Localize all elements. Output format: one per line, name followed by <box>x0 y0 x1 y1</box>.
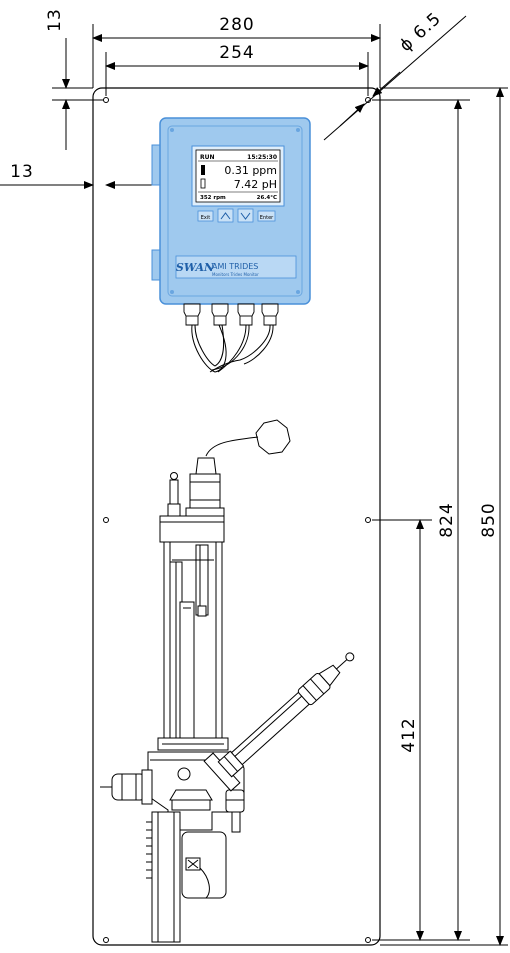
display-reading2: 7.42 pH <box>234 178 277 191</box>
brand-logo: SWAN <box>176 261 215 274</box>
ph-electrode <box>203 652 355 792</box>
hole-mid-right <box>365 517 371 523</box>
dim-overall-width: 280 <box>219 15 254 35</box>
exit-button-label: Exit <box>201 215 211 221</box>
exit-button[interactable] <box>197 210 214 222</box>
dim-top-margin: 13 <box>45 8 65 32</box>
brand-label-frame <box>175 255 297 279</box>
display-bar-icon <box>201 165 205 175</box>
mounting-panel <box>92 87 381 946</box>
chevron-up-icon <box>220 212 231 220</box>
cables <box>191 324 274 373</box>
small-sensor-tip <box>170 472 178 480</box>
dim-overall-height: 850 <box>479 502 499 537</box>
dim-hole-spacing-height: 824 <box>437 502 457 537</box>
enter-button-label: Enter <box>260 215 274 221</box>
electrode-cap <box>195 457 217 475</box>
screw-bottom-left-icon <box>170 290 174 294</box>
down-button[interactable] <box>237 208 254 223</box>
screw-top-left-icon <box>170 128 174 132</box>
up-button[interactable] <box>217 208 234 223</box>
display-flow: 352 rpm <box>200 195 226 201</box>
cell-top-block <box>159 515 225 543</box>
display-status: RUN <box>200 154 215 161</box>
drain-tube <box>151 811 181 943</box>
drain-tube-ribs <box>146 821 152 879</box>
display-bar-icon-2 <box>200 178 206 189</box>
sensor-cable <box>205 436 259 457</box>
hole-top-left <box>103 97 109 103</box>
dimension-lines <box>0 15 508 946</box>
hole-bottom-left <box>103 937 109 943</box>
model-name: AMI TRIDES <box>212 262 258 271</box>
screw-top-right-icon <box>296 128 300 132</box>
outlet-fitting <box>111 773 147 801</box>
transmitter-front-bezel <box>167 125 303 297</box>
right-fitting <box>225 789 245 813</box>
chevron-down-icon <box>240 212 251 220</box>
enter-button[interactable] <box>257 210 276 222</box>
base-nut-icon <box>177 767 191 781</box>
display-screen <box>195 149 281 203</box>
display-time: 15:25:30 <box>247 154 277 161</box>
model-subtitle: Monitors Trides Monitor <box>212 272 259 277</box>
screw-bottom-right-icon <box>296 290 300 294</box>
dim-hole-spacing-width: 254 <box>219 43 254 63</box>
flow-sensor-head <box>255 419 291 455</box>
keypad: Exit Enter <box>197 208 276 223</box>
dim-side-margin: 13 <box>10 162 34 182</box>
electrode-body <box>189 473 221 515</box>
cell-float-tube <box>179 601 195 741</box>
display-reading1: 0.31 ppm <box>224 164 277 177</box>
dim-hole-diameter: ϕ 6.5 <box>396 9 446 56</box>
dim-lower-hole-height: 412 <box>399 717 419 752</box>
transmitter: RUN 15:25:30 0.31 ppm 7.42 pH 352 rpm 26… <box>151 117 311 373</box>
display-temperature: 26.4°C <box>257 195 277 201</box>
cable-glands <box>183 303 279 326</box>
sensor-assembly <box>100 419 355 943</box>
hole-bottom-right <box>365 937 371 943</box>
regulator-body <box>181 831 227 899</box>
hole-mid-left <box>103 517 109 523</box>
